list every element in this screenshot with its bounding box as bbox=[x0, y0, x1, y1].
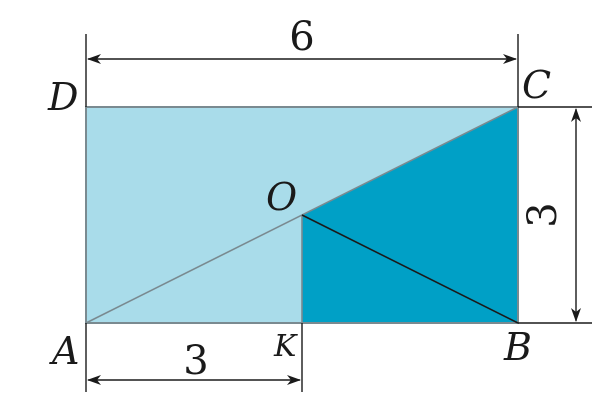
point-label-k: K bbox=[273, 329, 298, 364]
point-label-d: D bbox=[47, 75, 78, 119]
point-label-a: A bbox=[49, 329, 79, 373]
dimension-label-right: 3 bbox=[520, 202, 566, 227]
quadrilateral-okbc bbox=[302, 107, 518, 323]
dimension-label-top: 6 bbox=[289, 14, 314, 60]
point-label-c: C bbox=[522, 63, 551, 107]
extension-lines bbox=[85, 34, 592, 392]
segment-ob bbox=[301, 214, 519, 324]
point-label-o: O bbox=[266, 175, 297, 219]
point-label-b: B bbox=[503, 325, 532, 369]
dimension-label-bottom: 3 bbox=[183, 338, 208, 384]
